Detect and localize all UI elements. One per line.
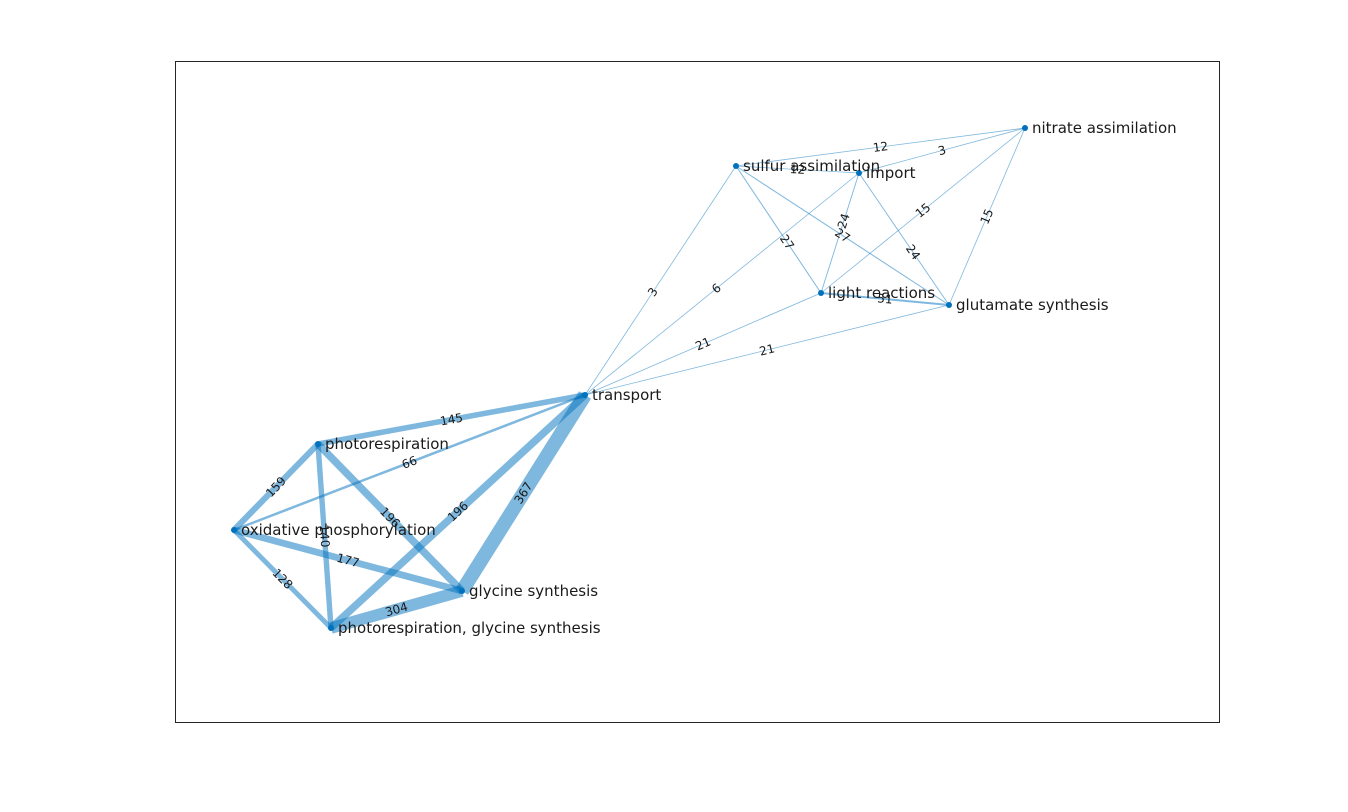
edge-sulfur-nitrate	[735, 127, 1026, 167]
edge-pr_gly-glycine	[329, 585, 464, 634]
edge-photoresp-transport	[317, 392, 586, 447]
node-oxphos	[231, 527, 237, 533]
nodes-layer	[231, 125, 1028, 631]
node-nitrate	[1022, 125, 1028, 131]
edge-sulfur-light	[735, 165, 822, 294]
edge-import-light	[820, 172, 860, 294]
edge-label-transport-light: 21	[693, 335, 713, 354]
edge-label-sulfur-import: 12	[789, 162, 805, 177]
edge-sulfur-import	[735, 165, 860, 174]
node-light	[818, 290, 824, 296]
edge-transport-sulfur	[584, 165, 737, 396]
edges-layer	[231, 127, 1026, 634]
node-photoresp	[315, 441, 321, 447]
node-label-glutamate: glutamate synthesis	[956, 296, 1109, 314]
node-label-nitrate: nitrate assimilation	[1032, 119, 1177, 137]
node-labels-layer: nitrate assimilation sulfur assimilationi…	[241, 119, 1177, 637]
node-import	[856, 170, 862, 176]
node-transport	[582, 392, 588, 398]
edge-light-glutamate	[820, 292, 950, 306]
node-label-pr_gly: photorespiration, glycine synthesis	[338, 619, 601, 637]
edge-transport-light	[584, 292, 822, 396]
edge-nitrate-glutamate	[948, 127, 1026, 306]
edge-label-sulfur-glutamate: 27	[832, 225, 852, 245]
node-label-glycine: glycine synthesis	[469, 582, 598, 600]
edge-photoresp-oxphos	[231, 441, 321, 533]
edge-photoresp-glycine	[315, 441, 465, 594]
edge-import-glutamate	[858, 172, 950, 306]
edge-label-nitrate-glutamate: 15	[978, 207, 997, 227]
node-label-transport: transport	[592, 386, 661, 404]
node-label-photoresp: photorespiration	[325, 435, 449, 453]
edge-nitrate-light	[820, 127, 1026, 294]
edge-label-light-glutamate: 51	[877, 291, 894, 306]
edge-glycine-transport	[456, 391, 591, 595]
edge-transport-import	[584, 172, 860, 396]
node-glycine	[459, 588, 465, 594]
edge-label-import-light: 24	[835, 212, 853, 231]
node-label-import: import	[866, 164, 916, 182]
edge-import-nitrate	[858, 127, 1026, 174]
edge-label-transport-glutamate: 21	[758, 341, 776, 358]
edge-label-oxphos-transport: 66	[400, 453, 419, 472]
node-pr_gly	[328, 625, 334, 631]
edge-label-pr_gly-glycine: 304	[384, 600, 410, 620]
edge-label-import-nitrate: 3	[936, 143, 947, 159]
edge-oxphos-transport	[233, 393, 586, 532]
edge-label-sulfur-nitrate: 12	[872, 139, 889, 155]
node-label-oxphos: oxidative phosphorylation	[241, 521, 436, 539]
node-glutamate	[946, 302, 952, 308]
edge-label-photoresp-transport: 145	[439, 411, 464, 429]
edge-sulfur-glutamate	[735, 165, 950, 306]
edge-pr_gly-transport	[328, 392, 588, 631]
edge-label-photoresp-pr_gly: 140	[317, 524, 333, 548]
edge-label-oxphos-glycine: 177	[335, 551, 361, 570]
node-label-sulfur: sulfur assimilation	[743, 157, 880, 175]
edge-oxphos-pr_gly	[232, 528, 333, 630]
edge-transport-glutamate	[584, 304, 950, 396]
node-sulfur	[733, 163, 739, 169]
edge-photoresp-pr_gly	[315, 443, 334, 629]
node-label-light: light reactions	[828, 284, 935, 302]
edge-oxphos-glycine	[233, 526, 463, 595]
